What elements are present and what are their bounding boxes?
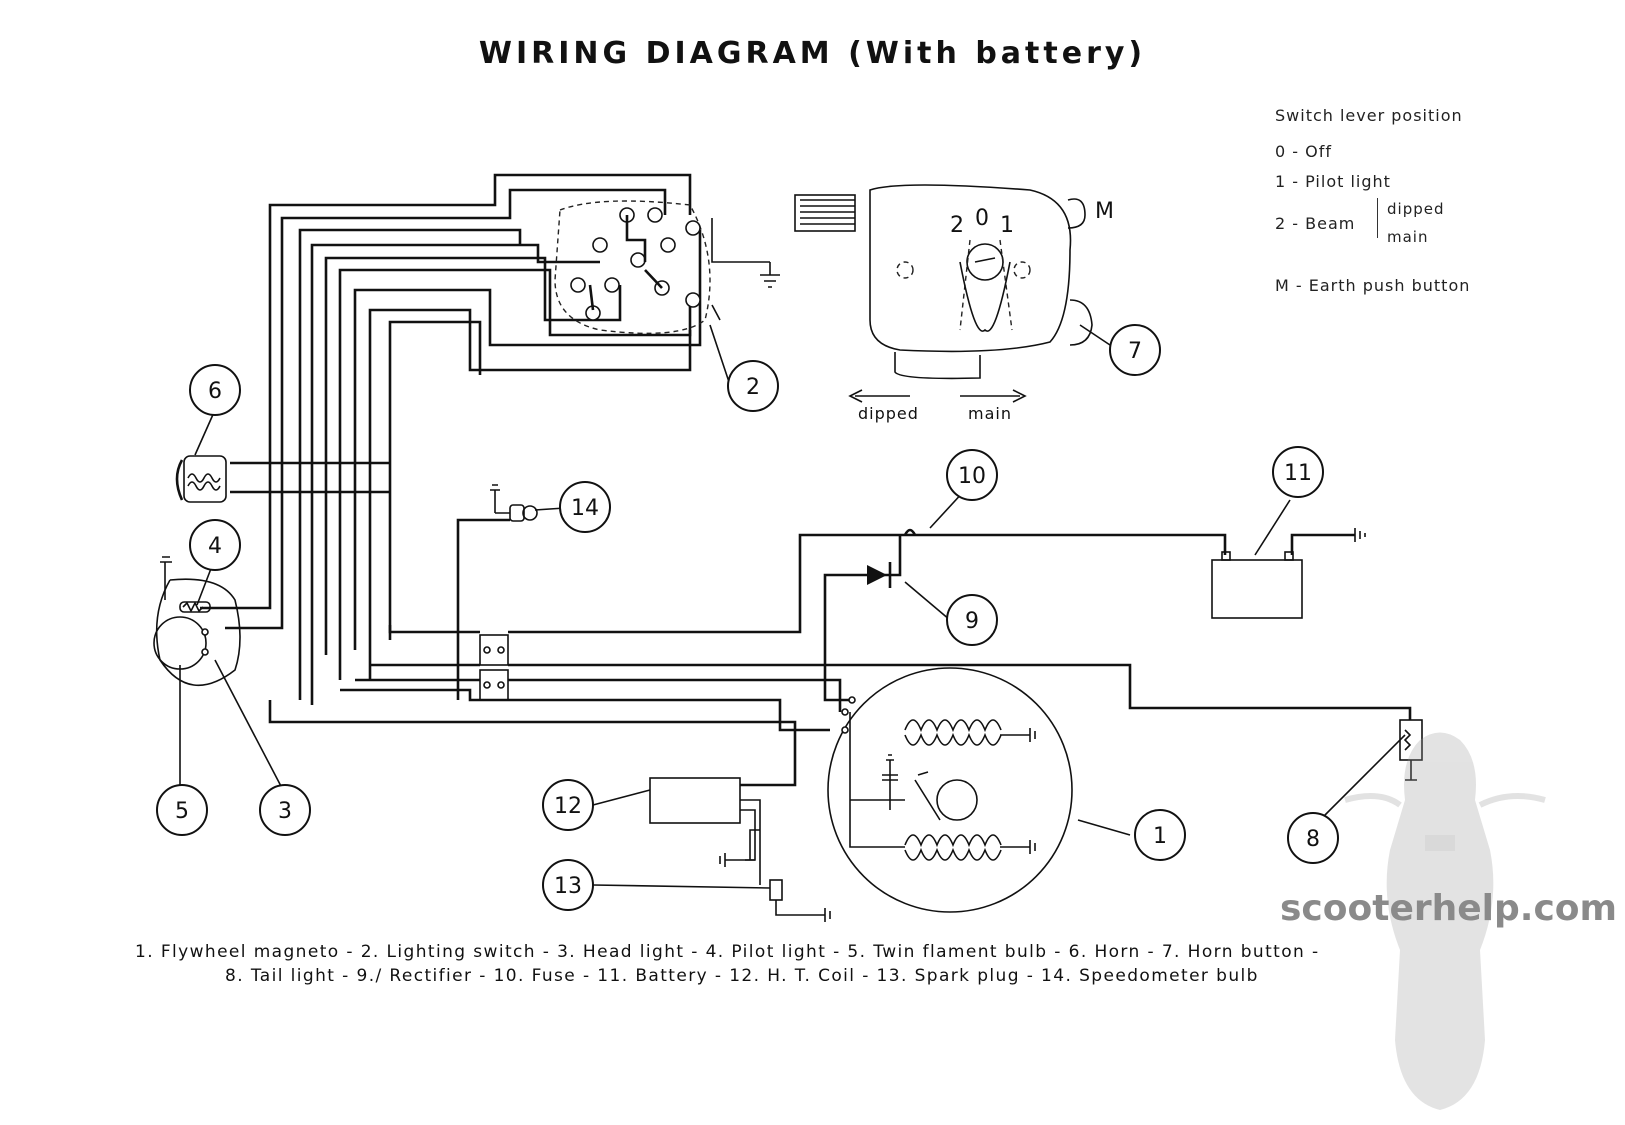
callout-7: 7	[1109, 324, 1161, 376]
diagram-title: WIRING DIAGRAM (With battery)	[478, 36, 1147, 71]
callout-8: 8	[1287, 812, 1339, 864]
rectifier	[867, 562, 892, 588]
horn	[175, 455, 227, 503]
scooter-watermark-image	[1344, 732, 1546, 1110]
svg-text:7: 7	[1128, 339, 1142, 364]
svg-text:13: 13	[554, 874, 582, 899]
headlamp	[153, 556, 241, 686]
legend-beam: 2 - Beam	[1275, 214, 1356, 233]
callout-14: 14	[559, 481, 611, 533]
pilot-light	[179, 601, 211, 613]
svg-text:12: 12	[554, 794, 582, 819]
leader-lines	[179, 324, 1406, 889]
callout-5: 5	[156, 784, 208, 836]
dipped-direction-label: dipped	[858, 404, 919, 423]
mark-pos-1: 1	[1000, 213, 1014, 238]
legend-beam-main: main	[1387, 228, 1429, 246]
callout-1: 1	[1134, 809, 1186, 861]
component-caption-line-1: 1. Flywheel magneto - 2. Lighting switch…	[135, 942, 1320, 962]
legend-pilot-light: 1 - Pilot light	[1275, 172, 1391, 191]
legend-beam-dipped: dipped	[1387, 200, 1445, 218]
callout-13: 13	[542, 859, 594, 911]
callout-9: 9	[946, 594, 998, 646]
beam-direction-arrows	[848, 389, 1027, 403]
main-direction-label: main	[968, 404, 1012, 423]
legend-heading: Switch lever position	[1275, 106, 1463, 125]
callout-12: 12	[542, 779, 594, 831]
legend-off: 0 - Off	[1275, 142, 1332, 161]
switch-position-marks: 2 0 1 M	[950, 199, 1114, 238]
spark-plug	[769, 879, 831, 922]
horn-wires	[230, 461, 390, 494]
callout-6: 6	[189, 364, 241, 416]
horn-button-housing	[794, 184, 1093, 380]
svg-text:3: 3	[278, 799, 292, 824]
mark-earth-button: M	[1095, 199, 1114, 224]
ht-coil	[649, 777, 761, 885]
main-wires	[268, 518, 1412, 787]
svg-text:10: 10	[958, 464, 986, 489]
svg-text:8: 8	[1306, 827, 1320, 852]
svg-text:11: 11	[1284, 461, 1312, 486]
svg-text:9: 9	[965, 609, 979, 634]
svg-text:6: 6	[208, 379, 222, 404]
callout-2: 2	[727, 360, 779, 412]
speedometer-bulb	[490, 484, 538, 522]
callout-11: 11	[1272, 446, 1324, 498]
callout-3: 3	[259, 784, 311, 836]
svg-text:4: 4	[208, 534, 222, 559]
legend-beam-brace	[1377, 198, 1386, 238]
connector-blocks	[479, 634, 509, 701]
mark-pos-0: 0	[975, 206, 989, 231]
svg-text:2: 2	[746, 375, 760, 400]
callout-4: 4	[189, 519, 241, 571]
svg-text:5: 5	[175, 799, 189, 824]
svg-text:14: 14	[571, 496, 599, 521]
legend-earth-push-button: M - Earth push button	[1275, 276, 1471, 295]
wire-harness	[200, 173, 702, 705]
flywheel-magneto	[827, 667, 1073, 913]
callout-10: 10	[946, 449, 998, 501]
component-caption-line-2: 8. Tail light - 9./ Rectifier - 10. Fuse…	[225, 966, 1259, 986]
callouts: 1 2 3 4 5 6 7 8 9 10 11 12 13 14	[156, 324, 1339, 911]
mark-pos-2: 2	[950, 213, 964, 238]
battery	[1211, 551, 1303, 619]
watermark-text: scooterhelp.com	[1280, 888, 1618, 929]
lighting-switch	[554, 200, 780, 335]
svg-text:1: 1	[1153, 824, 1167, 849]
